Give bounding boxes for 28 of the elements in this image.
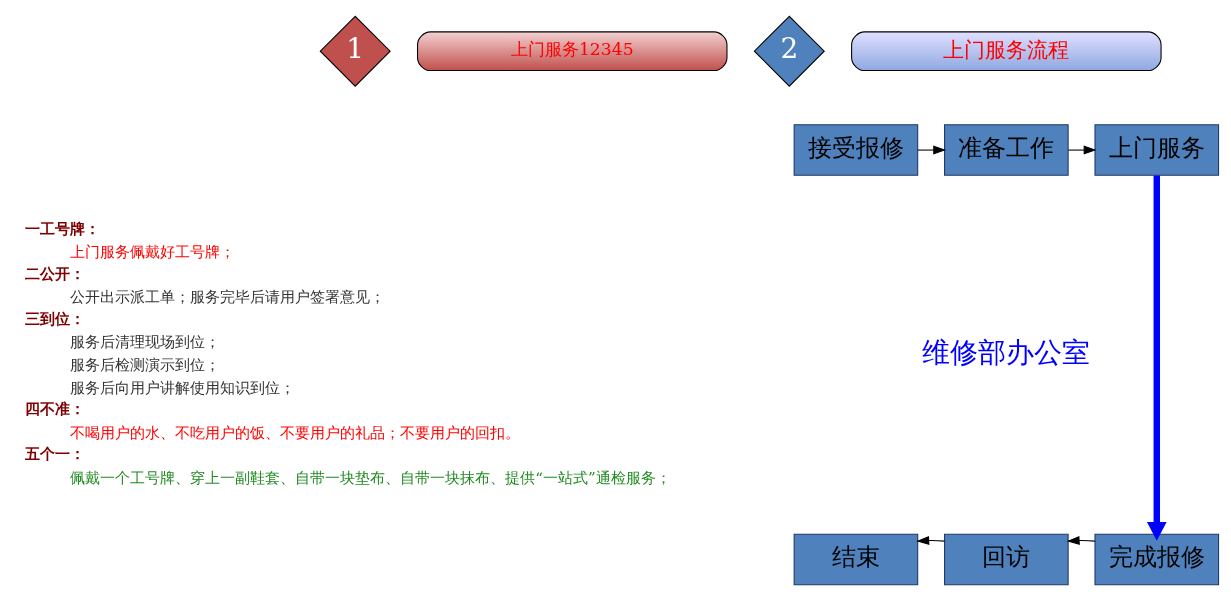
label: 三到位： xyxy=(25,309,86,328)
label: 服务后向用户讲解使用知识到位； xyxy=(70,378,296,397)
label: 维修部办公室 xyxy=(922,335,1091,369)
label: 不喝用户的水、不吃用户的饭、不要用户的礼品；不要用户的回扣。 xyxy=(70,423,521,442)
label: 服务后检测演示到位； xyxy=(70,356,221,375)
node-box: 上门服务12345 xyxy=(417,31,728,72)
label: 二公开： xyxy=(25,264,86,283)
arrow xyxy=(1067,145,1097,155)
arrow xyxy=(916,536,946,545)
arrow xyxy=(1066,536,1096,545)
label: 一工号牌： xyxy=(25,219,101,238)
node-diamond: 1 xyxy=(319,15,391,87)
label: 上门服务佩戴好工号牌； xyxy=(70,243,236,262)
node-box: 准备工作 xyxy=(944,124,1069,176)
arrow xyxy=(1146,175,1167,541)
node-box: 结束 xyxy=(793,533,919,586)
node-box: 接受报修 xyxy=(793,124,919,176)
node-box: 回访 xyxy=(944,533,1069,586)
label: 公开出示派工单；服务完毕后请用户签署意见； xyxy=(70,288,386,307)
arrow xyxy=(917,145,947,155)
label: 佩戴一个工号牌、穿上一副鞋套、自带一块垫布、自带一块抹布、提供“一站式”通检服务； xyxy=(70,468,671,487)
node-box: 上门服务流程 xyxy=(851,31,1162,72)
node-box: 完成报修 xyxy=(1094,533,1220,586)
node-diamond: 2 xyxy=(753,15,825,87)
label: 四不准： xyxy=(25,400,86,419)
label: 服务后清理现场到位； xyxy=(70,333,221,352)
node-box: 上门服务 xyxy=(1094,124,1220,176)
label: 五个一： xyxy=(25,445,86,464)
